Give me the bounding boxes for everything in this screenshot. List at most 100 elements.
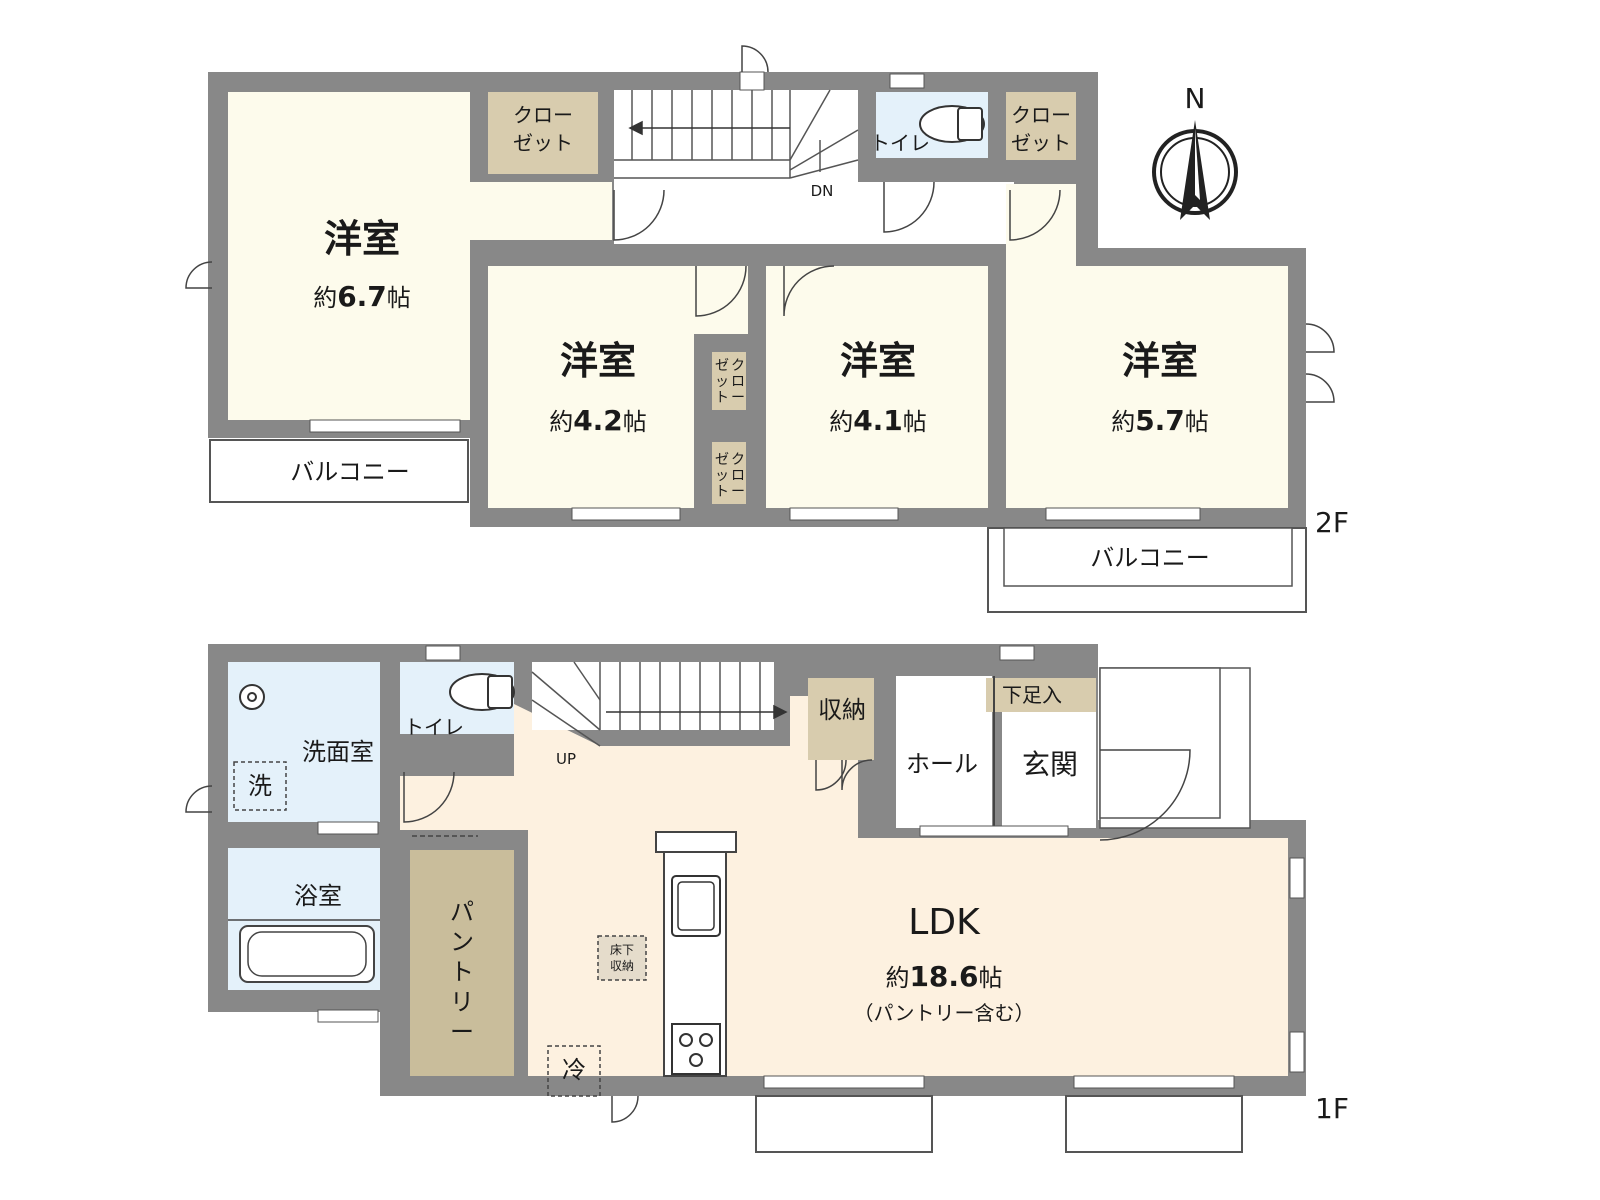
window-1f-toilet [425,645,461,661]
svg-text:ロ: ロ [731,374,745,390]
ldk-name: LDK [908,902,981,943]
kitchen-counter-top [655,831,737,853]
stairs-1f [532,662,774,730]
window-2f-3 [789,507,899,521]
window-1f-bath [317,1009,379,1023]
svg-text:ッ: ッ [715,468,729,484]
closet-a-label-2: ゼット [513,131,573,155]
western-6-7-area: 約6.7帖 [313,280,411,313]
stair-arrow-2f [628,120,790,136]
stairs-2f [614,90,858,182]
western-4-2-name: 洋室 [560,339,636,383]
western-5-7-name: 洋室 [1122,339,1198,383]
floor-label-2f: 2F [1315,506,1349,539]
door-arcs-1f [185,749,1191,1123]
window-1f-hall [919,825,1069,837]
bathroom-label: 浴室 [294,882,342,910]
western-6-7-name: 洋室 [324,217,400,261]
balcony-west [209,439,469,503]
stairs-2f-label: DN [811,182,834,200]
svg-text:ン: ン [450,928,474,956]
underfloor-label-2: 収納 [610,959,634,973]
room-ldk [400,696,1288,1076]
storage-label: 収納 [818,696,866,724]
floor-label-1f: 1F [1315,1092,1349,1125]
balcony-east-inner [1003,527,1293,587]
toilet-fixture-1f [449,673,515,711]
svg-text:リ: リ [450,988,474,1016]
second-floor: N 洋室 約6.7帖 洋室 約4.2帖 洋室 約4.1帖 洋室 約5.7帖 クロ… [185,45,1349,613]
svg-text:ッ: ッ [715,374,729,390]
closet-a-label-1: クロー [513,103,573,127]
stove [671,1023,721,1075]
room-western-6-7 [228,92,612,420]
small-closet-2 [712,442,746,504]
small-closet-1 [712,352,746,410]
entrance [1002,712,1096,828]
svg-text:ゼ: ゼ [715,358,729,374]
bay-window-1 [755,1095,933,1153]
closet-b-label-2: ゼット [1011,131,1071,155]
window-1f-wash [317,821,379,835]
pantry [410,850,514,1076]
washbasin [230,672,268,722]
svg-text:ゼ: ゼ [715,452,729,468]
ldk-note: （パントリー含む） [854,1001,1035,1025]
stairs-1f-label: UP [556,750,576,768]
window-1f-1 [763,1075,925,1089]
washer-space [233,761,287,811]
small-closet-1-label: ク ロ ー ゼ ッ ト [715,358,745,406]
stair-treads-1f [531,661,761,747]
svg-text:ク: ク [731,358,745,374]
window-1f-east-2 [1289,1031,1305,1073]
hall [896,676,992,828]
stair-arrow-1f [606,704,788,720]
western-4-2-area: 約4.2帖 [549,404,647,437]
window-2f-4 [1045,507,1201,521]
window-1f-hall-top [999,645,1035,661]
storage [808,678,874,760]
window-2f-1 [309,419,461,433]
closet-b-label-1: クロー [1011,103,1071,127]
toilet-1f-label: トイレ [404,715,464,739]
svg-text:ク: ク [731,452,745,468]
window-2f-stair [739,71,765,91]
small-closet-2-label: ク ロ ー ゼ ッ ト [715,452,745,500]
washer-label: 洗 [248,772,272,800]
compass-north-label: N [1185,82,1206,115]
room-western-4-1 [766,266,988,508]
underfloor-label-1: 床下 [610,943,634,957]
balcony-west-label: バルコニー [290,458,410,486]
pantry-label: パ ン ト リ ー [450,898,474,1046]
fridge-label: 冷 [562,1056,586,1084]
underfloor-storage [597,935,647,981]
bay-window-2 [1065,1095,1243,1153]
door-arcs-2f [185,45,1335,403]
western-4-1-area: 約4.1帖 [829,404,927,437]
svg-text:ー: ー [450,1018,474,1046]
first-floor: 洗面室 洗 浴室 トイレ UP 収納 下足入 ホール 玄関 パ ン ト リ ー … [185,644,1349,1153]
window-2f-toilet [889,73,925,89]
closet-b [1006,92,1076,160]
hall-label: ホール [906,750,978,778]
stair-treads-2f [614,89,859,179]
svg-text:ー: ー [731,390,745,406]
room-western-5-7 [1006,184,1288,508]
fridge-space [547,1045,601,1097]
svg-text:ト: ト [715,484,729,500]
window-1f-east [1289,857,1305,899]
toilet-2f-label: トイレ [870,131,930,155]
entrance-label: 玄関 [1022,748,1078,781]
kitchen-sink-inner [677,881,715,931]
western-5-7-area: 約5.7帖 [1111,404,1209,437]
porch-inner [1099,667,1221,819]
western-4-1-name: 洋室 [840,339,916,383]
svg-text:ロ: ロ [731,468,745,484]
washroom-label: 洗面室 [302,738,374,766]
toilet-fixture-2f [919,105,985,143]
svg-text:パ: パ [450,898,474,926]
ldk-area: 約18.6帖 [885,960,1002,993]
svg-text:ー: ー [731,484,745,500]
compass [1152,120,1238,220]
